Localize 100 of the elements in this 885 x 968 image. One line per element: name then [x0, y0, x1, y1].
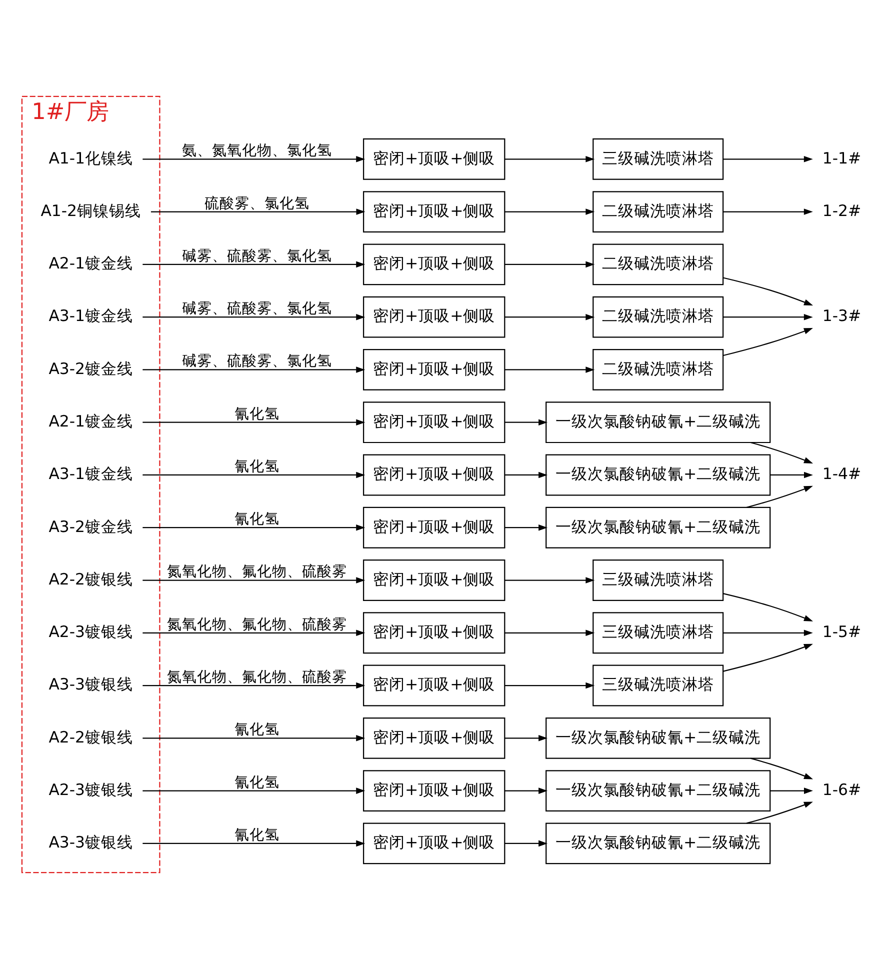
node-text: A3-2镀金线: [48, 516, 133, 536]
node-box: 密闭+顶吸+侧吸: [362, 401, 506, 443]
edge-label: 氮氧化物、氟化物、硫酸雾: [167, 562, 348, 580]
arrow: [770, 471, 813, 478]
node-box: 二级碱洗喷淋塔: [592, 348, 724, 390]
edge-label: 氰化氢: [234, 457, 280, 474]
arrow: [504, 787, 548, 794]
node-text: A3-1镀金线: [48, 464, 133, 483]
node-box: 一级次氯酸钠破氰+二级碱洗: [546, 770, 771, 812]
arrow: [504, 734, 548, 741]
arrow: [723, 208, 813, 214]
node-text: A2-3镀银线: [48, 779, 133, 798]
arrow: [504, 629, 595, 636]
arrow: [723, 629, 813, 636]
edge-label: 氮氧化物、氟化物、硫酸雾: [167, 615, 348, 632]
arrow: [142, 524, 366, 530]
node-text: 1-1#: [822, 148, 862, 167]
node-text: A2-2镀银线: [48, 568, 133, 588]
arrow: [142, 840, 366, 846]
node-text: A1-2铜镍锡线: [40, 200, 141, 220]
arrow: [504, 576, 595, 583]
edge-label: 氨、氮氧化物、氯化氢: [182, 142, 332, 159]
node-box: 密闭+顶吸+侧吸: [362, 190, 506, 232]
node-box: 密闭+顶吸+侧吸: [362, 138, 506, 180]
arrow: [504, 524, 548, 530]
node-box: 密闭+顶吸+侧吸: [362, 243, 506, 285]
arrow: [750, 757, 814, 779]
arrow: [504, 260, 595, 268]
arrow: [723, 313, 813, 320]
arrow: [142, 418, 366, 425]
node-text: 1-4#: [822, 464, 862, 483]
arrow: [142, 471, 366, 478]
node-box: 一级次氯酸钠破氰+二级碱洗: [546, 454, 771, 496]
edge-label: 氰化氢: [234, 826, 280, 843]
arrow: [142, 734, 366, 741]
node-text: A3-3镀银线: [48, 674, 133, 694]
node-box: 三级碱洗喷淋塔: [592, 138, 724, 180]
arrow: [504, 208, 595, 214]
arrow: [142, 313, 366, 320]
node-box: 一级次氯酸钠破氰+二级碱洗: [546, 401, 771, 443]
arrow: [504, 840, 548, 846]
edge-label: 碱雾、硫酸雾、氯化氢: [182, 352, 332, 370]
arrow: [723, 328, 813, 356]
node-box: 密闭+顶吸+侧吸: [362, 822, 506, 864]
arrow: [504, 471, 548, 478]
node-box: 密闭+顶吸+侧吸: [362, 559, 506, 600]
arrow: [504, 156, 595, 162]
arrow: [142, 629, 366, 636]
edge-label: 碱雾、硫酸雾、氯化氢: [182, 300, 332, 317]
node-box: 三级碱洗喷淋塔: [592, 664, 724, 706]
node-box: 三级碱洗喷淋塔: [592, 559, 724, 600]
edge-label: 氮氧化物、氟化物、硫酸雾: [167, 668, 348, 685]
arrow: [723, 592, 813, 621]
node-box: 密闭+顶吸+侧吸: [362, 454, 506, 496]
arrow: [142, 682, 366, 688]
node-text: 1-2#: [822, 200, 862, 220]
arrow: [723, 643, 813, 672]
arrow: [723, 156, 813, 162]
node-text: 1-5#: [822, 622, 862, 641]
node-text: A1-1化镍线: [48, 148, 133, 167]
edge-label: 氰化氢: [234, 404, 280, 422]
node-text: 1-3#: [822, 306, 862, 325]
arrow: [723, 276, 813, 306]
arrow: [150, 208, 366, 214]
node-text: A2-1镀金线: [48, 410, 133, 430]
node-box: 一级次氯酸钠破氰+二级碱洗: [546, 506, 771, 548]
arrow: [142, 366, 366, 372]
edge-label: 氰化氢: [234, 720, 280, 738]
node-text: A2-1镀金线: [48, 253, 133, 272]
arrow: [504, 418, 548, 425]
arrow: [770, 787, 813, 794]
node-text: 1-6#: [822, 779, 862, 798]
edge-label: 氰化氢: [234, 510, 280, 528]
node-text: A3-2镀金线: [48, 358, 133, 378]
node-text: A3-1镀金线: [48, 306, 133, 325]
node-box: 密闭+顶吸+侧吸: [362, 664, 506, 706]
arrow: [142, 576, 366, 583]
node-box: 二级碱洗喷淋塔: [592, 190, 724, 232]
arrow: [504, 682, 595, 688]
node-box: 密闭+顶吸+侧吸: [362, 770, 506, 812]
arrow: [504, 313, 595, 320]
arrow: [142, 156, 366, 162]
node-box: 二级碱洗喷淋塔: [592, 243, 724, 285]
node-text: A2-2镀银线: [48, 726, 133, 746]
node-text: A3-3镀银线: [48, 832, 133, 852]
node-box: 密闭+顶吸+侧吸: [362, 612, 506, 654]
node-box: 一级次氯酸钠破氰+二级碱洗: [546, 716, 771, 758]
node-box: 密闭+顶吸+侧吸: [362, 348, 506, 390]
node-text: A2-3镀银线: [48, 622, 133, 641]
node-box: 密闭+顶吸+侧吸: [362, 716, 506, 758]
arrow: [142, 260, 366, 268]
node-box: 一级次氯酸钠破氰+二级碱洗: [546, 822, 771, 864]
edge-label: 碱雾、硫酸雾、氯化氢: [182, 246, 332, 264]
node-box: 密闭+顶吸+侧吸: [362, 296, 506, 338]
node-box: 密闭+顶吸+侧吸: [362, 506, 506, 548]
arrow: [142, 787, 366, 794]
node-box: 三级碱洗喷淋塔: [592, 612, 724, 654]
edge-label: 硫酸雾、氯化氢: [204, 194, 310, 212]
node-box: 二级碱洗喷淋塔: [592, 296, 724, 338]
edge-label: 氰化氢: [234, 773, 280, 790]
